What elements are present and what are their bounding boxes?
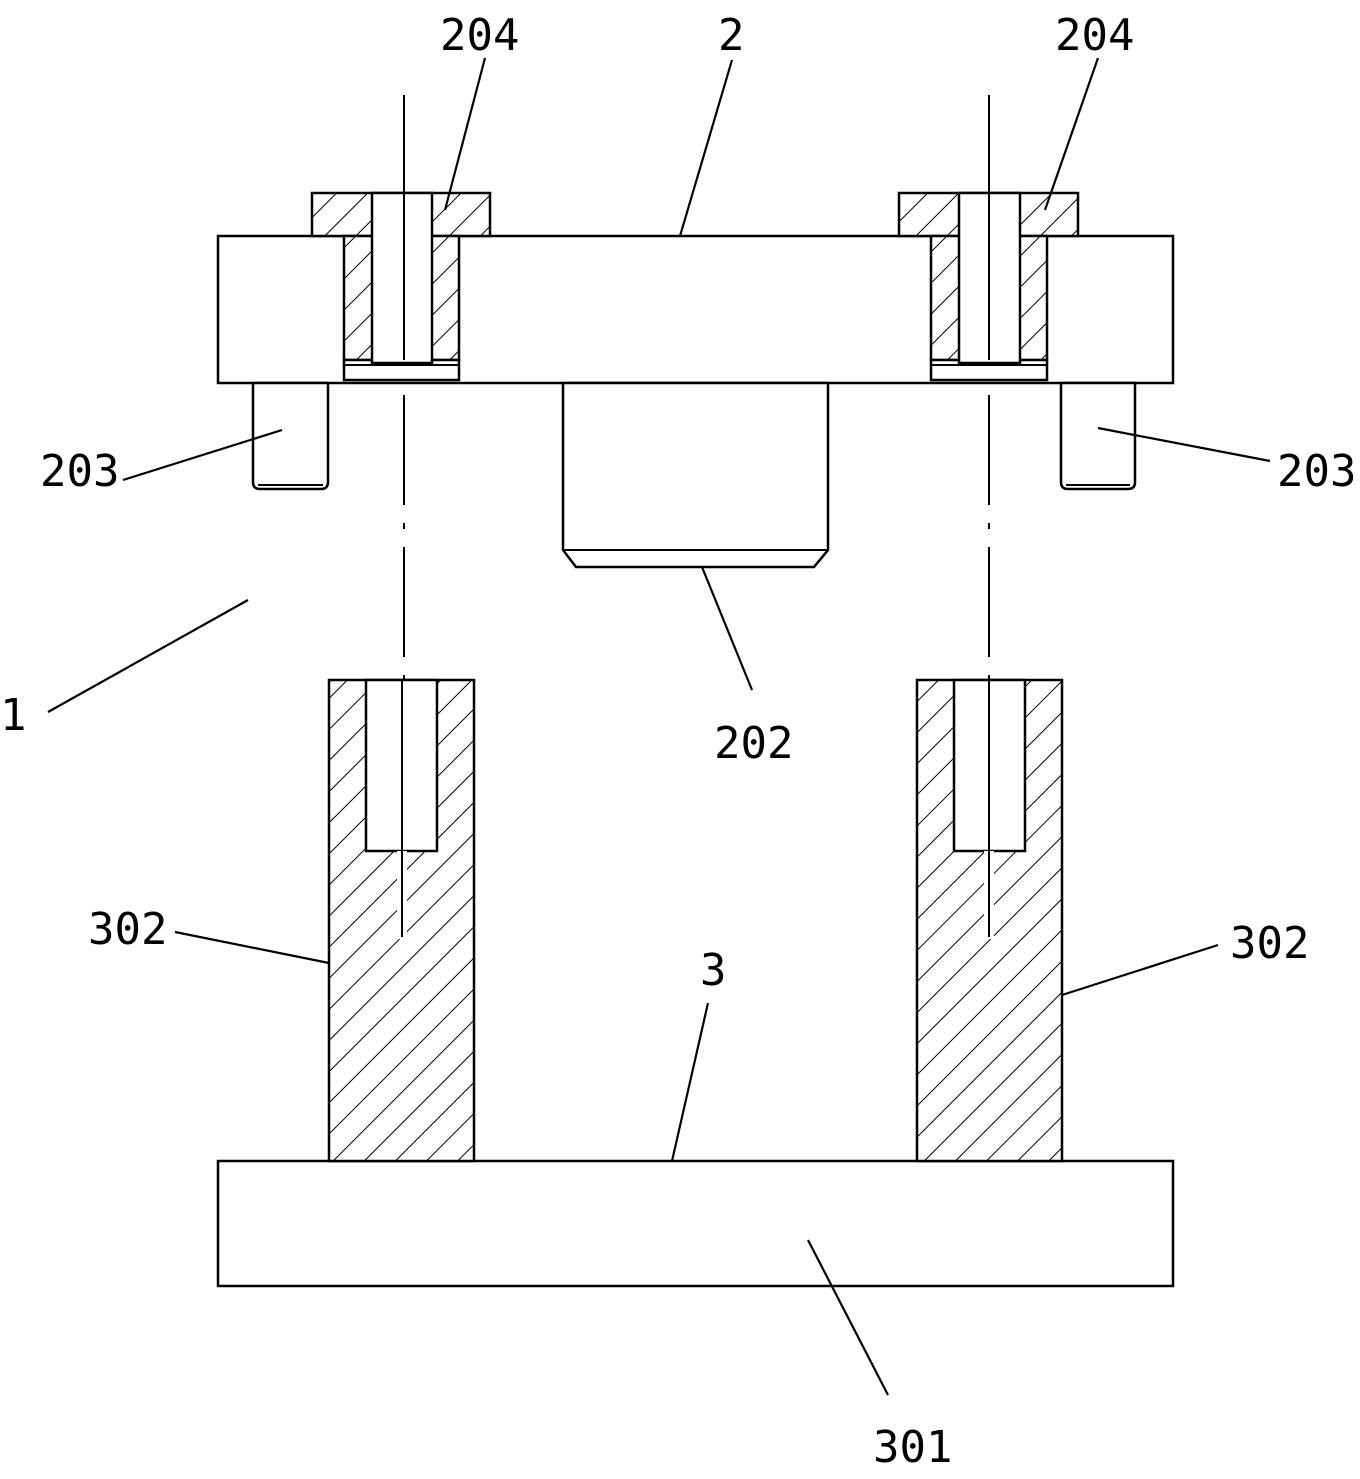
leader-204-right <box>1045 58 1098 210</box>
leader-302-right <box>1062 945 1218 995</box>
label-upper-die: 2 <box>718 10 745 61</box>
leader-302-left <box>175 932 329 963</box>
label-punch: 202 <box>714 718 793 769</box>
label-assembly: 1 <box>0 690 27 741</box>
label-guide-post-left: 203 <box>40 446 119 497</box>
leader-204-left <box>445 58 485 210</box>
guide-post-right <box>1061 383 1135 489</box>
leader-3 <box>672 1003 708 1161</box>
label-bushing-left: 204 <box>440 10 519 61</box>
bushing-left-bore <box>372 193 432 363</box>
label-bushing-right: 204 <box>1055 10 1134 61</box>
label-guide-post-right: 203 <box>1277 446 1356 497</box>
label-support-right: 302 <box>1230 918 1309 969</box>
leader-202 <box>702 567 752 690</box>
label-base-plate: 301 <box>873 1422 952 1473</box>
punch <box>563 383 828 567</box>
label-support-left: 302 <box>88 904 167 955</box>
leader-1 <box>48 600 248 712</box>
leader-2 <box>680 60 732 236</box>
base-plate <box>218 1161 1173 1286</box>
label-lower-die: 3 <box>700 945 727 996</box>
upper-die <box>218 95 1173 567</box>
lower-die <box>218 680 1173 1286</box>
